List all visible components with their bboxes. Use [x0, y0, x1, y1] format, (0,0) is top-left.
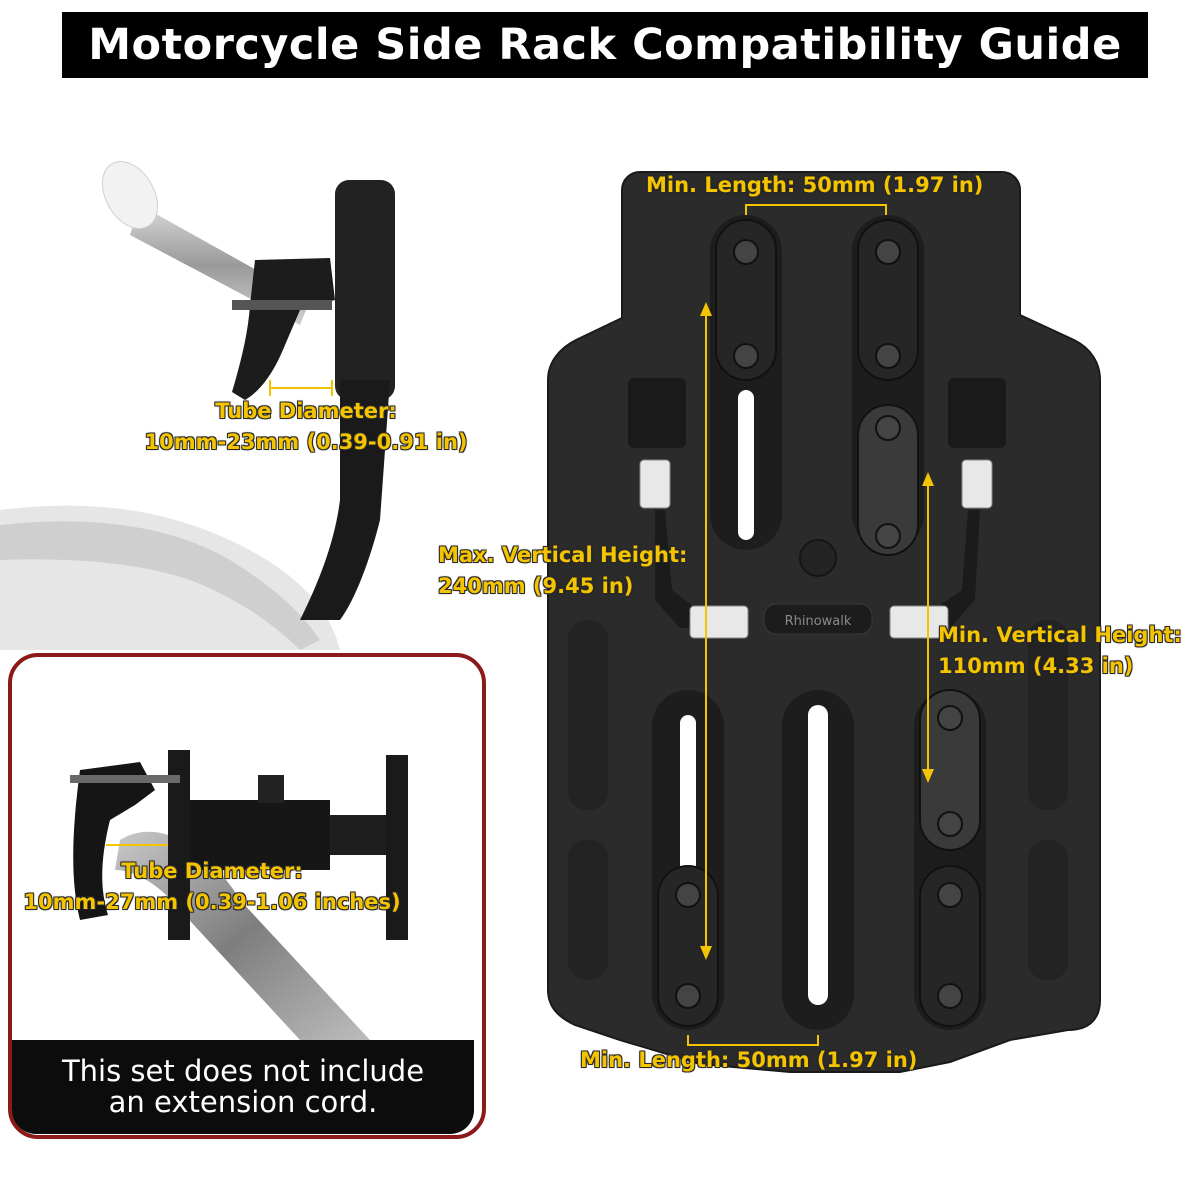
plate-edge	[335, 180, 395, 400]
note-line-2: an extension cord.	[108, 1085, 378, 1119]
bottom-length-label: Min. Length: 50mm (1.97 in)	[580, 1048, 918, 1072]
screws	[675, 239, 963, 1009]
bar-bottom-left	[657, 865, 719, 1027]
side-arm-left	[655, 510, 700, 628]
tube-end-cap	[102, 161, 158, 229]
center-rivet	[799, 539, 837, 577]
screw	[733, 239, 759, 265]
dimension-lines	[687, 204, 929, 1046]
jaw-screw	[70, 775, 180, 783]
screw	[875, 343, 901, 369]
top-clamp-photo	[0, 161, 395, 650]
clamp-jaw	[73, 762, 155, 920]
min-vertical-height-heading: Min. Vertical Height:	[938, 623, 1182, 647]
max-vertical-height-heading: Max. Vertical Height:	[438, 543, 688, 567]
mounting-plate: Rhinowalk	[547, 171, 1101, 1073]
note-line-1: This set does not include	[61, 1054, 425, 1088]
max-vertical-height-value: 240mm (9.45 in)	[438, 574, 634, 598]
tube-diameter-bottom-range: 10mm-27mm (0.39-1.06 inches)	[23, 890, 401, 914]
min-vertical-height-value: 110mm (4.33 in)	[938, 654, 1134, 678]
side-slot-left-upper	[568, 620, 608, 810]
mount-block	[180, 800, 330, 870]
bar-mid-right	[857, 404, 919, 556]
arrowhead	[700, 302, 712, 316]
bottom-length-dim	[687, 1035, 819, 1046]
plate-side-body	[300, 380, 390, 620]
tube-diameter-top-heading: Tube Diameter:	[215, 399, 397, 423]
side-arm-right	[930, 510, 980, 628]
screw	[937, 882, 963, 908]
slot-window-bottom-center	[808, 705, 828, 1005]
side-slot-left-lower	[568, 840, 608, 980]
tube-diameter-bottom-label: Tube Diameter: 10mm-27mm (0.39-1.06 inch…	[12, 856, 412, 918]
bar-bottom-right-lower	[919, 865, 981, 1027]
arrowhead	[700, 946, 712, 960]
screw	[875, 415, 901, 441]
screw	[733, 343, 759, 369]
side-slot-right-upper	[1028, 620, 1068, 810]
coupler-top-left	[639, 459, 671, 509]
coupler-mid-right	[889, 605, 949, 639]
coupler-mid-left	[689, 605, 749, 639]
screw	[875, 239, 901, 265]
logo-plate	[763, 603, 873, 635]
top-length-label: Min. Length: 50mm (1.97 in)	[646, 173, 984, 197]
upper-clamp-jaw	[232, 258, 335, 400]
clamp-bolt	[232, 300, 332, 310]
brand-mark: Rhinowalk	[785, 614, 852, 629]
bar-top-right	[857, 219, 919, 381]
coupler-top-right	[961, 459, 993, 509]
screw	[937, 705, 963, 731]
disclaimer-note: This set does not include an extension c…	[12, 1040, 474, 1134]
bar-top-left	[715, 219, 777, 381]
page-title: Motorcycle Side Rack Compatibility Guide	[88, 20, 1122, 70]
mount-plate-left	[168, 750, 190, 940]
title-bar: Motorcycle Side Rack Compatibility Guide	[62, 12, 1148, 78]
side-slot-right-lower	[1028, 840, 1068, 980]
top-length-dim	[745, 204, 887, 215]
tube-diameter-top-range: 10mm-23mm (0.39-0.91 in)	[144, 430, 468, 454]
recess-left	[628, 378, 686, 448]
mount-plate-right	[386, 755, 408, 940]
screw	[937, 983, 963, 1009]
screw	[875, 523, 901, 549]
bar-bottom-right-upper	[919, 689, 981, 851]
mirror-arm	[0, 521, 320, 650]
arrowhead	[922, 769, 934, 783]
dimension-arrowheads	[700, 302, 934, 960]
bottom-clamp-photo	[8, 653, 486, 1139]
screw	[675, 983, 701, 1009]
mount-tube	[330, 815, 390, 855]
arrowhead	[922, 472, 934, 486]
tube-diameter-bottom-heading: Tube Diameter:	[121, 859, 303, 883]
slot-window-bottom-left	[680, 715, 696, 875]
screw	[937, 811, 963, 837]
tube-diameter-top-label: Tube Diameter: 10mm-23mm (0.39-0.91 in)	[136, 396, 476, 458]
top-bolt	[258, 775, 284, 803]
max-vertical-height-label: Max. Vertical Height: 240mm (9.45 in)	[438, 540, 687, 602]
slot-window-top-left	[738, 390, 754, 540]
screw	[675, 882, 701, 908]
min-vertical-height-label: Min. Vertical Height: 110mm (4.33 in)	[938, 620, 1182, 682]
recess-right	[948, 378, 1006, 448]
